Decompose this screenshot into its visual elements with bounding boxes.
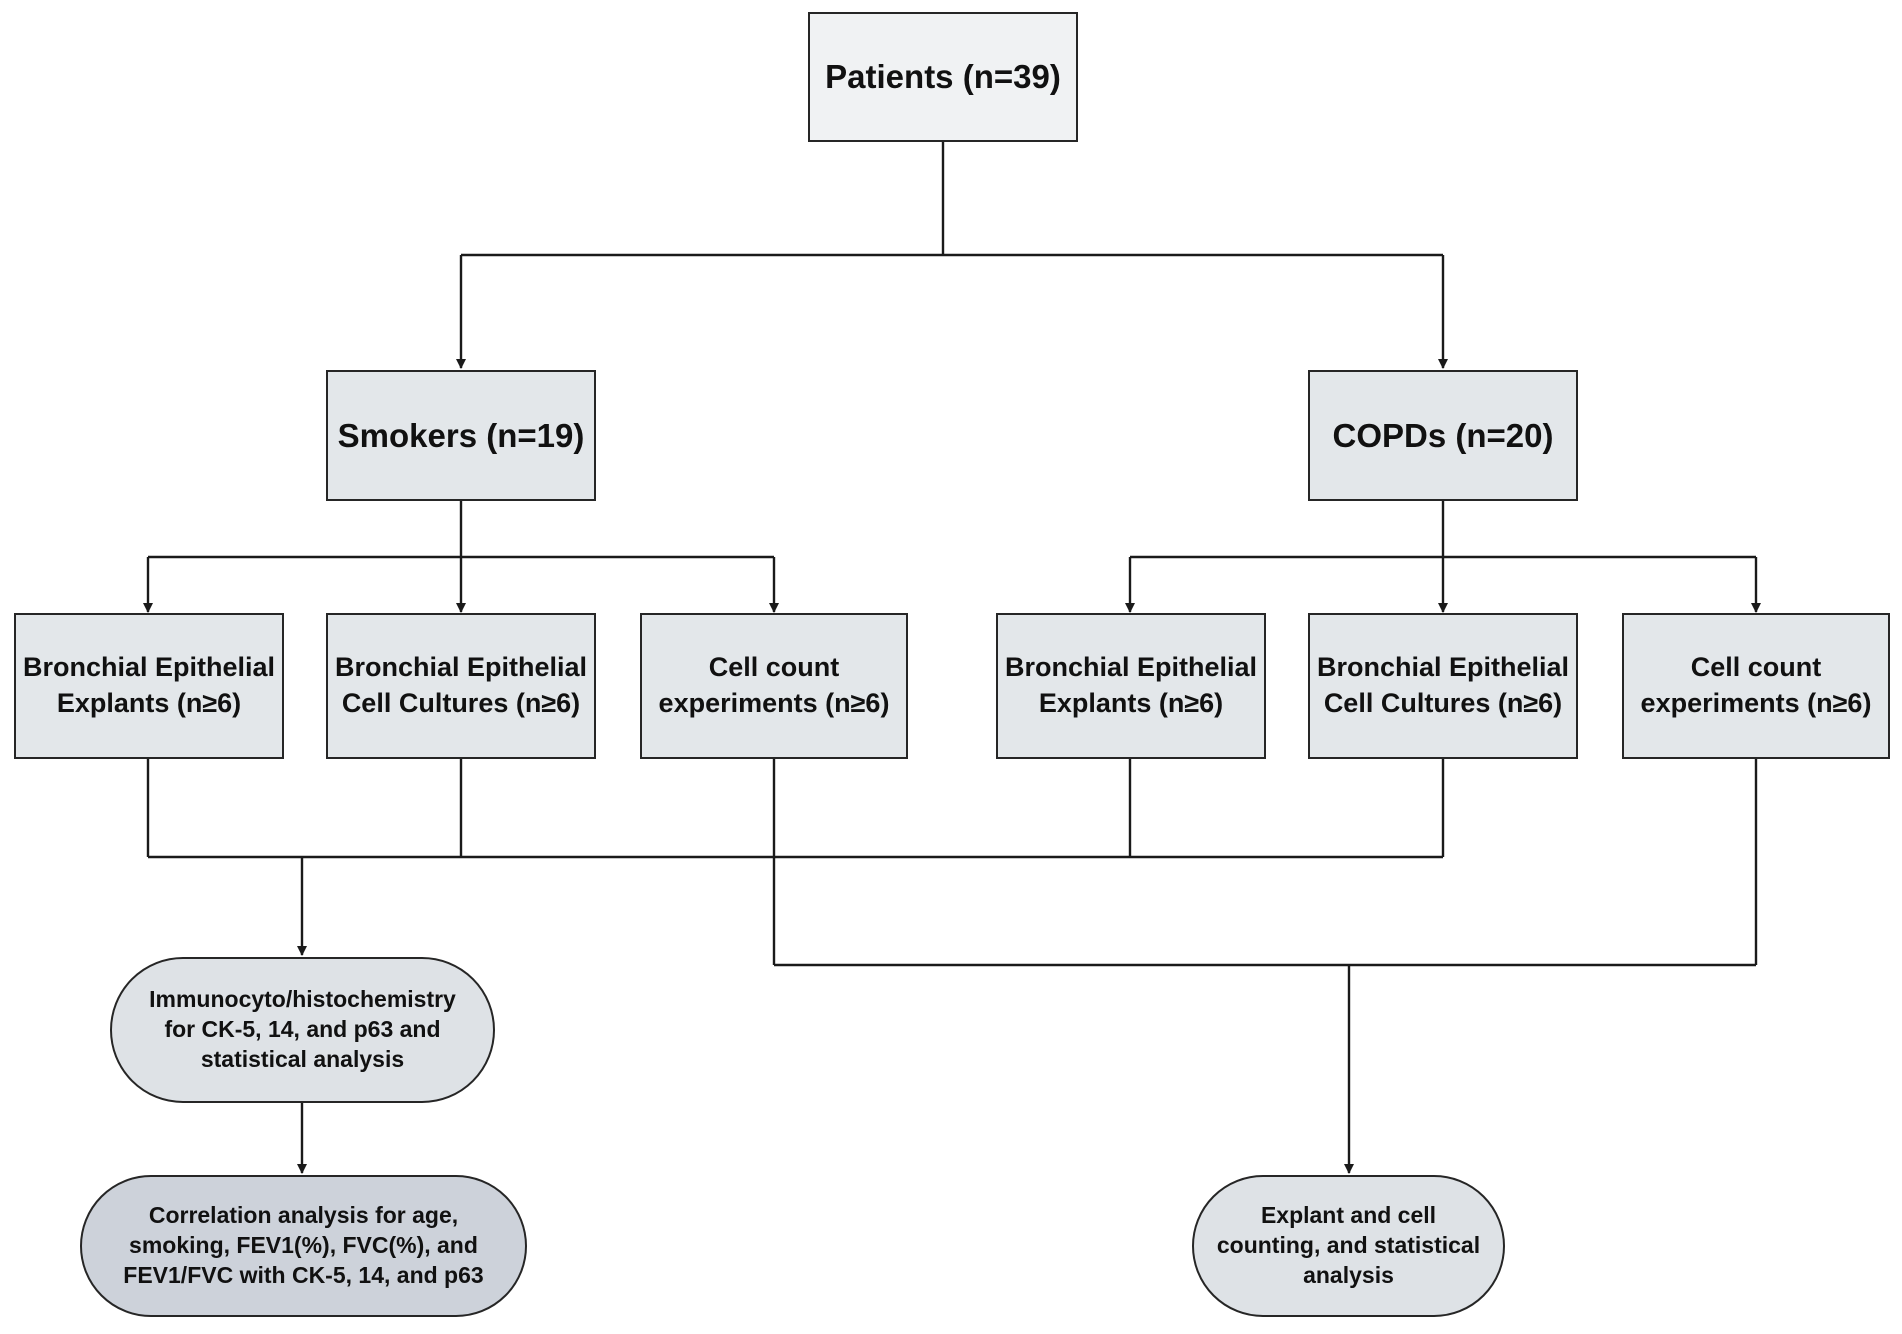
node-copd-cultures-line1: Bronchial Epithelial	[1316, 652, 1570, 683]
node-immunochemistry: Immunocyto/histochemistry for CK-5, 14, …	[110, 957, 495, 1103]
node-copd-counts: Cell count experiments (n≥6)	[1622, 613, 1890, 759]
node-copd-cultures: Bronchial Epithelial Cell Cultures (n≥6)	[1308, 613, 1578, 759]
node-immuno-line1: Immunocyto/histochemistry	[149, 986, 456, 1013]
node-smokers-explants-line2: Explants (n≥6)	[56, 688, 242, 718]
node-copd-counts-line2: experiments (n≥6)	[1640, 688, 1872, 718]
node-copd-explants-line2: Explants (n≥6)	[1038, 688, 1224, 718]
node-smokers-counts: Cell count experiments (n≥6)	[640, 613, 908, 759]
node-smokers-counts-line2: experiments (n≥6)	[658, 688, 890, 718]
node-smokers-cultures-line2: Cell Cultures (n≥6)	[341, 688, 581, 718]
node-explant-counting-line1: Explant and cell	[1260, 1202, 1437, 1229]
node-smokers-label: Smokers (n=19)	[337, 416, 585, 454]
node-smokers-cultures-line1: Bronchial Epithelial	[334, 652, 588, 683]
node-smokers-cultures: Bronchial Epithelial Cell Cultures (n≥6)	[326, 613, 596, 759]
node-correlation-line2: smoking, FEV1(%), FVC(%), and	[129, 1232, 478, 1259]
node-immuno-line2: for CK-5, 14, and p63 and	[164, 1016, 441, 1043]
node-smokers-explants: Bronchial Epithelial Explants (n≥6)	[14, 613, 284, 759]
node-explant-counting-line3: analysis	[1303, 1261, 1394, 1288]
node-copd-explants-line1: Bronchial Epithelial	[1004, 652, 1258, 683]
node-copd-label: COPDs (n=20)	[1332, 416, 1554, 454]
node-smokers: Smokers (n=19)	[326, 370, 596, 501]
node-explant-cell-counting: Explant and cell counting, and statistic…	[1192, 1175, 1505, 1317]
node-patients-label: Patients (n=39)	[825, 58, 1061, 95]
node-smokers-explants-line1: Bronchial Epithelial	[22, 652, 276, 683]
node-smokers-counts-line1: Cell count	[708, 652, 840, 683]
node-immuno-line3: statistical analysis	[200, 1045, 405, 1072]
node-correlation-line3: FEV1/FVC with CK-5, 14, and p63	[123, 1261, 484, 1288]
node-copd-counts-line1: Cell count	[1690, 652, 1822, 683]
node-copd: COPDs (n=20)	[1308, 370, 1578, 501]
node-copd-cultures-line2: Cell Cultures (n≥6)	[1323, 688, 1563, 718]
node-patients: Patients (n=39)	[808, 12, 1078, 142]
node-explant-counting-line2: counting, and statistical	[1216, 1232, 1481, 1259]
node-copd-explants: Bronchial Epithelial Explants (n≥6)	[996, 613, 1266, 759]
node-correlation-analysis: Correlation analysis for age, smoking, F…	[80, 1175, 527, 1317]
node-correlation-line1: Correlation analysis for age,	[148, 1202, 459, 1229]
